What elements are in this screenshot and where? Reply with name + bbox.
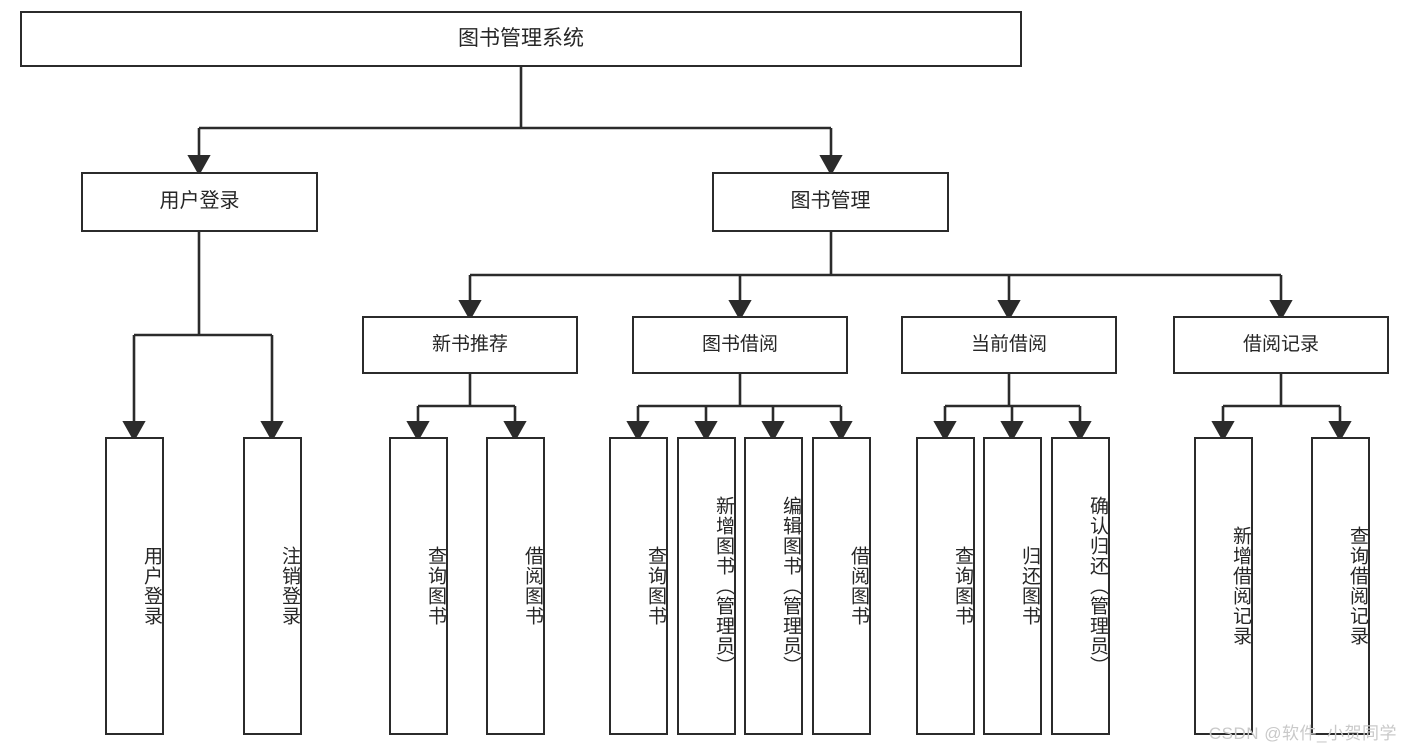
node-book-manage[interactable]: 图书管理: [712, 172, 949, 232]
csdn-watermark: CSDN @软件_小贺同学: [1208, 724, 1397, 743]
leaf-borrow-record-2[interactable]: 查询借阅记录: [1311, 437, 1370, 735]
leaf-label: 用户登录: [141, 546, 162, 626]
node-new-book-recommend[interactable]: 新书推荐: [362, 316, 578, 374]
leaf-book-borrow-3[interactable]: 编辑图书（管理员）: [744, 437, 803, 735]
leaf-label: 新增图书（管理员）: [713, 496, 734, 676]
leaf-new-book-1[interactable]: 查询图书: [389, 437, 448, 735]
leaf-label: 查询借阅记录: [1347, 526, 1368, 646]
leaf-label: 归还图书: [1019, 546, 1040, 626]
leaf-label: 借阅图书: [848, 546, 869, 626]
leaf-user-login-2[interactable]: 注销登录: [243, 437, 302, 735]
leaf-label: 注销登录: [279, 546, 300, 626]
node-root-label: 图书管理系统: [458, 26, 584, 50]
leaf-book-borrow-4[interactable]: 借阅图书: [812, 437, 871, 735]
node-new-book-recommend-label: 新书推荐: [431, 333, 508, 355]
leaf-book-borrow-2[interactable]: 新增图书（管理员）: [677, 437, 736, 735]
leaf-label: 确认归还（管理员）: [1087, 496, 1108, 676]
leaf-label: 查询图书: [952, 546, 973, 626]
leaf-borrow-record-1[interactable]: 新增借阅记录: [1194, 437, 1253, 735]
leaf-label: 查询图书: [425, 546, 446, 626]
leaf-label: 编辑图书（管理员）: [780, 496, 801, 676]
node-book-borrow[interactable]: 图书借阅: [632, 316, 848, 374]
node-borrow-record[interactable]: 借阅记录: [1173, 316, 1389, 374]
node-book-manage-label: 图书管理: [790, 190, 871, 213]
leaf-current-borrow-1[interactable]: 查询图书: [916, 437, 975, 735]
leaf-book-borrow-1[interactable]: 查询图书: [609, 437, 668, 735]
node-current-borrow[interactable]: 当前借阅: [901, 316, 1117, 374]
leaf-user-login-1[interactable]: 用户登录: [105, 437, 164, 735]
leaf-current-borrow-2[interactable]: 归还图书: [983, 437, 1042, 735]
leaf-label: 借阅图书: [522, 546, 543, 626]
node-current-borrow-label: 当前借阅: [970, 333, 1047, 355]
node-user-login-label: 用户登录: [159, 190, 240, 213]
node-user-login[interactable]: 用户登录: [81, 172, 318, 232]
leaf-label: 查询图书: [645, 546, 666, 626]
node-borrow-record-label: 借阅记录: [1242, 333, 1319, 355]
node-root[interactable]: 图书管理系统: [20, 11, 1022, 67]
node-book-borrow-label: 图书借阅: [701, 333, 778, 355]
leaf-new-book-2[interactable]: 借阅图书: [486, 437, 545, 735]
leaf-current-borrow-3[interactable]: 确认归还（管理员）: [1051, 437, 1110, 735]
leaf-label: 新增借阅记录: [1230, 526, 1251, 646]
